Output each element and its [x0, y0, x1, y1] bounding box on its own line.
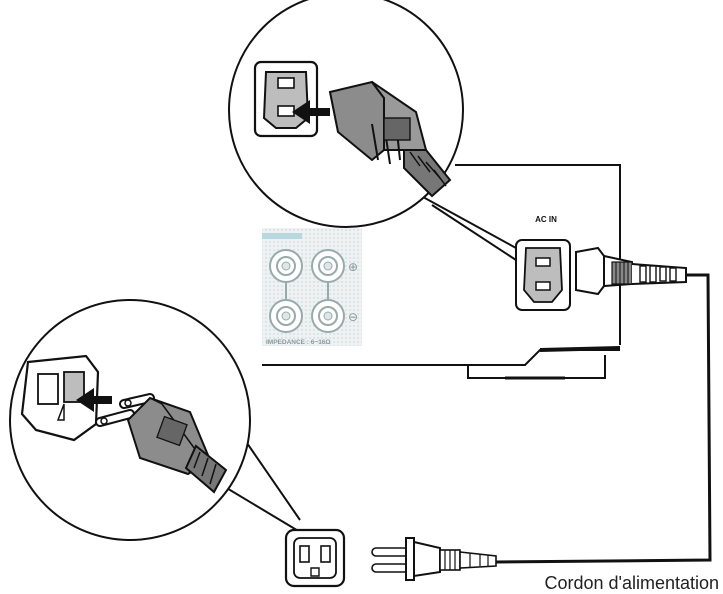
speaker-plus-symbol: ⊕: [348, 260, 358, 274]
two-prong-plug-icon: [126, 396, 228, 494]
speaker-minus-symbol: ⊖: [348, 310, 358, 324]
ac-in-label: AC IN: [535, 215, 557, 224]
speaker-terminal: [269, 249, 303, 283]
ac-inlet: AC IN: [515, 215, 571, 311]
speaker-terminal: [311, 299, 345, 333]
speaker-terminal: [269, 299, 303, 333]
iec-c14-inlet-icon: [253, 60, 319, 138]
wall-outlet-icon: [20, 354, 100, 442]
iec-c13-connector-icon: [575, 246, 687, 296]
power-cord-caption: Cordon d'alimentation: [544, 573, 719, 593]
arrow-right-icon: [292, 100, 330, 124]
outlet-magnifier: [9, 299, 301, 541]
iec-c13-connector-icon: [328, 80, 452, 198]
iec-magnifier: [228, 0, 517, 261]
arrow-right-icon: [76, 388, 112, 412]
speaker-terminal: [311, 249, 345, 283]
power-cord: [495, 273, 712, 564]
iec-c14-inlet-icon: [523, 247, 563, 303]
speaker-terminal-panel: ⊕ ⊖ IMPEDANCE : 6~16Ω: [262, 228, 362, 346]
impedance-label: IMPEDANCE : 6~16Ω: [266, 339, 331, 346]
two-prong-plug-icon: [371, 537, 497, 581]
wall-outlet-icon: [284, 528, 346, 588]
